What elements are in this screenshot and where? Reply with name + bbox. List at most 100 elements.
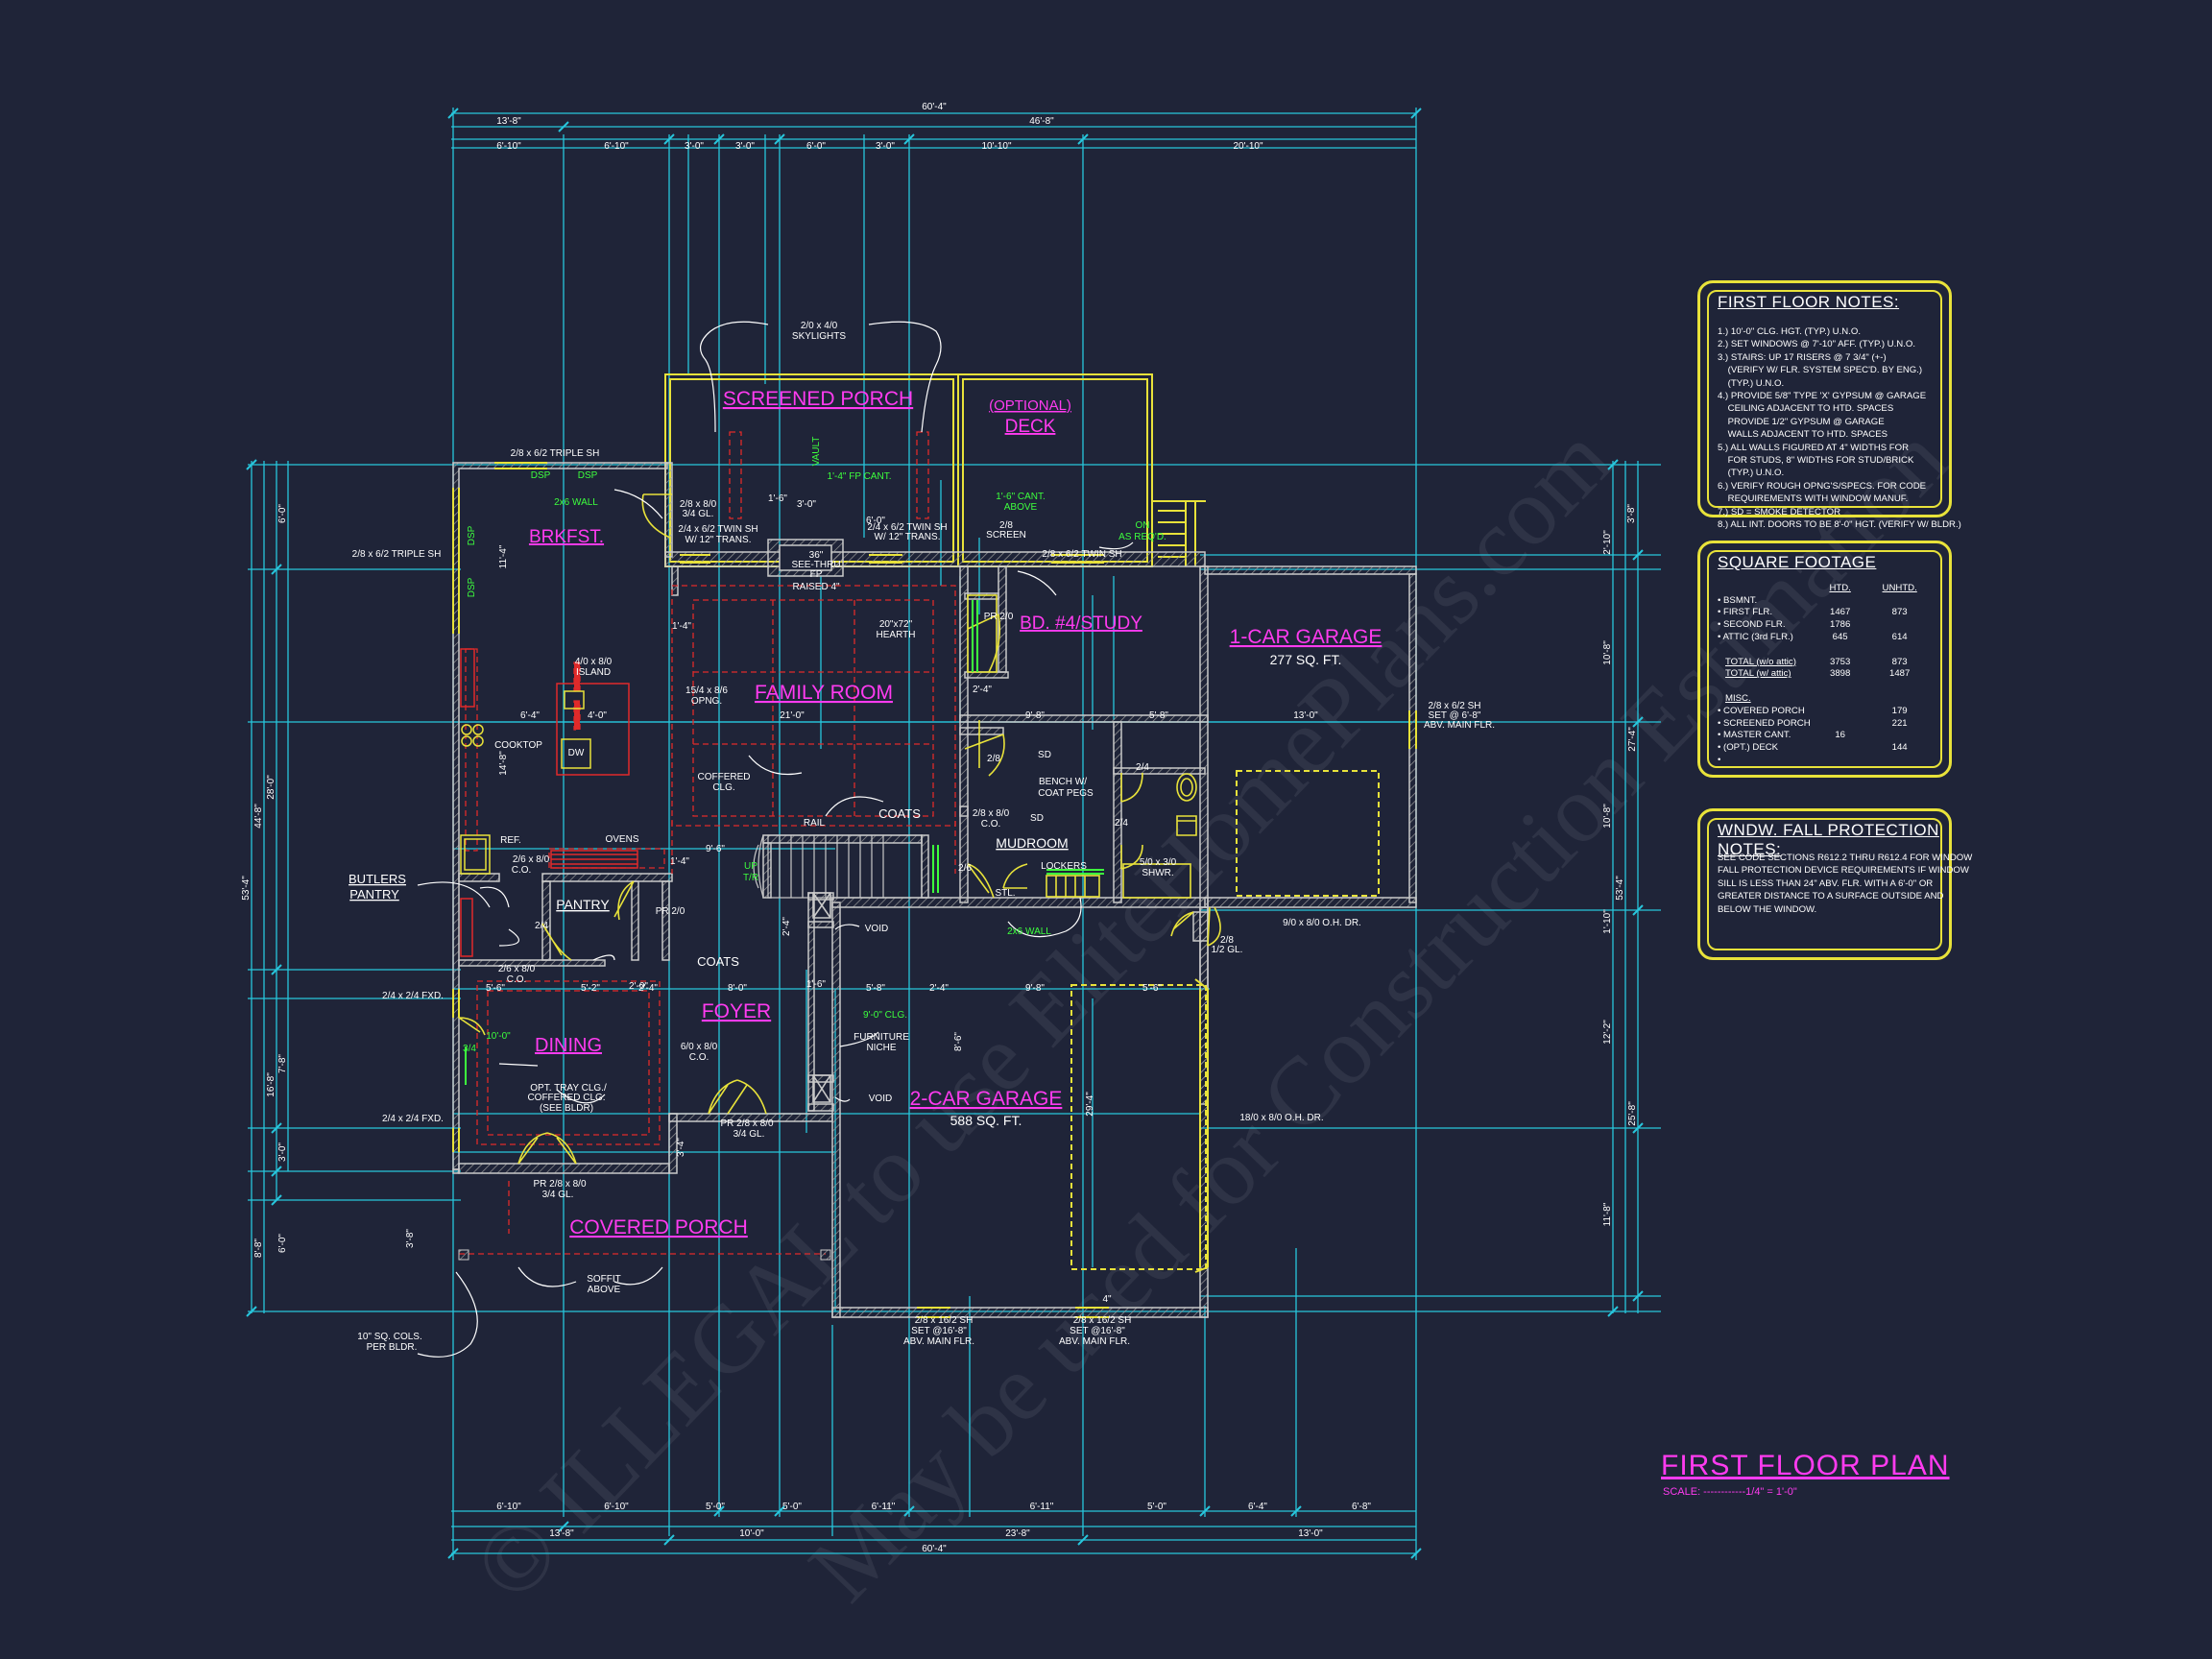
- sh-g2-c: ABV. MAIN FLR.: [1059, 1336, 1130, 1347]
- room-garage1: 1-CAR GARAGE: [1230, 626, 1382, 648]
- triple-sh-top: 2/8 x 6/2 TRIPLE SH: [511, 448, 600, 459]
- first-floor-note-line: 8.) ALL INT. DOORS TO BE 8'-0" HGT. (VER…: [1718, 519, 1961, 531]
- co-dining-a: 2/6 x 8/0: [498, 964, 536, 974]
- sh-g2-a: 2/8 x 16/2 SH: [1073, 1315, 1132, 1326]
- sqft-cell: • MASTER CANT.: [1718, 730, 1791, 741]
- void-1: VOID: [865, 924, 888, 934]
- dim-right-b: 25'-8": [1627, 1101, 1638, 1126]
- rail-label: RAIL: [804, 818, 826, 829]
- dim-left-f: 6'-0": [277, 1234, 288, 1253]
- room-screened-porch: SCREENED PORCH: [723, 388, 913, 410]
- dim-row-c-1: 2'-4": [929, 983, 949, 994]
- clg-9: 9'-0" CLG.: [863, 1010, 907, 1021]
- dim-small-12: 8'-6": [953, 1032, 964, 1051]
- tray-a: OPT. TRAY CLG./: [530, 1083, 607, 1094]
- porch-columns: [458, 1249, 831, 1261]
- windows: [452, 462, 1417, 1318]
- hearth-a: 20"x72": [879, 619, 913, 630]
- sqft-cell: • SCREENED PORCH: [1718, 717, 1811, 729]
- sqft-cell: 144: [1891, 742, 1908, 754]
- dim-small-14: 3'-4": [676, 1138, 686, 1157]
- dim-left-outer: 53'-4": [241, 876, 252, 901]
- sqft-cell: TOTAL (w/o attic): [1725, 656, 1796, 667]
- first-floor-note-line: 1.) 10'-0" CLG. HGT. (TYP.) U.N.O.: [1718, 326, 1861, 337]
- kitchen: [460, 648, 638, 957]
- dim-small-15: 3'-8": [405, 1229, 416, 1248]
- sqft-cell: [1870, 643, 1930, 656]
- furniture-a: FURNITURE: [854, 1032, 909, 1043]
- dim-row-c-2: 9'-8": [1025, 983, 1045, 994]
- dim-row-c-0: 5'-8": [866, 983, 885, 994]
- sqft-cell: [1811, 643, 1870, 656]
- sh-g1-b: SET @16'-8": [911, 1326, 967, 1336]
- first-floor-note-line: PROVIDE 1/2" GYPSUM @ GARAGE: [1718, 416, 1885, 427]
- dim-bot-m: 13'-0": [1298, 1528, 1323, 1539]
- garage1-window-c: ABV. MAIN FLR.: [1424, 720, 1495, 731]
- callout-text: 2/0 x 4/0 SKYLIGHTS 2/8 x 6/2 TRIPLE SH …: [349, 321, 1495, 1353]
- fall-note-line: FALL PROTECTION DEVICE REQUIREMENTS IF W…: [1718, 865, 1969, 877]
- mud-door-b: C.O.: [981, 819, 1001, 830]
- dim-left-g: 7'-8": [277, 1054, 288, 1073]
- room-family: FAMILY ROOM: [755, 682, 893, 704]
- dim-row-a-1: 2'-4": [638, 983, 658, 994]
- sqft-cell: • (OPT.) DECK: [1718, 742, 1779, 754]
- dim-left-e: 6'-0": [277, 504, 288, 523]
- co-dining-b: C.O.: [507, 974, 527, 985]
- skylights-label: SKYLIGHTS: [792, 331, 846, 342]
- dim-right-c: 3'-8": [1626, 504, 1637, 523]
- fireplace: [779, 544, 832, 571]
- dim-small-5: 21'-0": [780, 710, 805, 721]
- cooktop-icon: [461, 724, 484, 747]
- sqft-cell: MISC.: [1725, 693, 1751, 705]
- first-floor-note-line: (VERIFY W/ FLR. SYSTEM SPEC'D. BY ENG.): [1718, 365, 1923, 376]
- fall-note-line: BELOW THE WINDOW.: [1718, 903, 1817, 915]
- dim-right-f: 10'-8": [1602, 804, 1613, 829]
- shwr-a: 5/0 x 3/0: [1140, 857, 1177, 868]
- furniture-b: NICHE: [866, 1043, 896, 1053]
- dim-bot-h: 6'-4": [1248, 1502, 1267, 1512]
- shwr-b: SHWR.: [1142, 868, 1173, 878]
- dim-left-a: 44'-8": [253, 804, 264, 829]
- dim-right-e: 10'-8": [1602, 640, 1613, 665]
- co-foyer-a: 6/0 x 8/0: [681, 1042, 718, 1052]
- dim-small-2: 1'-4": [672, 621, 691, 632]
- sqft-cell: TOTAL (w/ attic): [1725, 668, 1791, 680]
- dw-label: DW: [568, 748, 585, 758]
- room-pantry: PANTRY: [556, 897, 610, 912]
- dim-top-h: 3'-0": [876, 141, 895, 152]
- fxd-1: 2/4 x 2/4 FXD.: [382, 991, 444, 1001]
- pr-foyer-a: PR 2/8 x 8/0: [720, 1118, 773, 1129]
- room-dining: DINING: [535, 1035, 602, 1056]
- dim-left-j: 14'-8": [498, 751, 509, 776]
- dim-top-j: 20'-10": [1233, 141, 1262, 152]
- co-foyer-b: C.O.: [689, 1052, 709, 1063]
- pr-dining-a: PR 2/8 x 8/0: [533, 1179, 586, 1190]
- coats-fam: COATS: [878, 806, 921, 821]
- twin-sh-left-a: 2/4 x 6/2 TWIN SH: [678, 524, 757, 535]
- sqft-cell: [1811, 741, 1870, 754]
- wall-2x6: 2x6 WALL: [554, 497, 598, 508]
- sqft-cell: • BSMNT.: [1718, 594, 1758, 606]
- door-2-4-b: 2/4: [1115, 818, 1128, 829]
- first-floor-note-line: 5.) ALL WALLS FIGURED AT 4" WIDTHS FOR: [1718, 442, 1910, 453]
- dim-small-13: 4": [1102, 1294, 1112, 1305]
- fall-protection-title: WNDW. FALL PROTECTION NOTES:: [1718, 821, 1939, 858]
- sqft-cell: 221: [1891, 717, 1908, 729]
- dim-right-a: 27'-4": [1627, 727, 1638, 752]
- dim-top-d: 6'-10": [604, 141, 629, 152]
- square-footage-title: SQUARE FOOTAGE: [1718, 553, 1877, 571]
- dsp-2: DSP: [578, 470, 598, 481]
- fxd-2: 2/4 x 2/4 FXD.: [382, 1114, 444, 1124]
- dsp-3: DSP: [467, 525, 477, 545]
- twin-sh-right-a: 2/4 x 6/2 TWIN SH: [867, 522, 947, 533]
- sqft-header-cell: UNHTD.: [1882, 582, 1917, 593]
- fall-protection-lines: SEE CODE SECTIONS R612.2 THRU R612.4 FOR…: [1718, 852, 1972, 916]
- dim-left-i: 11'-4": [498, 544, 509, 568]
- first-floor-note-line: REQUIREMENTS WITH WINDOW MANUF.: [1718, 493, 1909, 505]
- sqft-cell: [1870, 730, 1930, 742]
- bench-a: BENCH W/: [1039, 777, 1087, 787]
- sqft-cell: • SECOND FLR.: [1718, 619, 1786, 631]
